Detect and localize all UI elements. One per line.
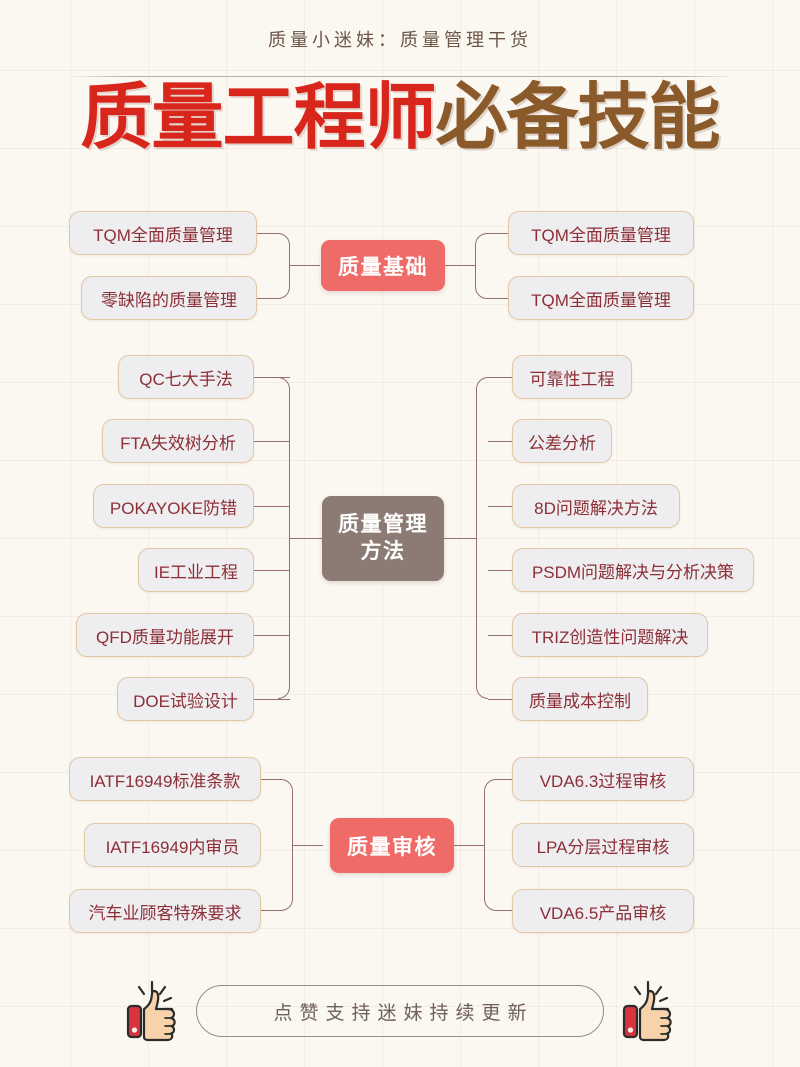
leaf-node[interactable]: 可靠性工程 [512, 355, 632, 399]
thumbs-up-icon [122, 978, 184, 1044]
connector-bracket [257, 233, 290, 299]
leaf-node[interactable]: VDA6.3过程审核 [512, 757, 694, 801]
connector-bracket [475, 233, 508, 299]
page-title: 质量工程师必备技能 [0, 81, 800, 155]
leaf-node[interactable]: TRIZ创造性问题解决 [512, 613, 708, 657]
leaf-node[interactable]: 质量成本控制 [512, 677, 648, 721]
page-title-part1: 质量工程师 [80, 78, 436, 158]
connector-line [488, 699, 512, 700]
connector-line [488, 570, 512, 571]
leaf-node[interactable]: PSDM问题解决与分析决策 [512, 548, 754, 592]
leaf-node[interactable]: QFD质量功能展开 [76, 613, 254, 657]
hub-node-quality-methods[interactable]: 质量管理方法 [322, 496, 444, 581]
leaf-node[interactable]: VDA6.5产品审核 [512, 889, 694, 933]
leaf-node[interactable]: 8D问题解决方法 [512, 484, 680, 528]
connector-line [290, 265, 320, 266]
connector-bracket [484, 779, 512, 911]
connector-line [254, 441, 290, 442]
connector-line [254, 635, 290, 636]
connector-line [293, 845, 323, 846]
leaf-node[interactable]: IATF16949标准条款 [69, 757, 261, 801]
connector-bracket [261, 779, 293, 911]
leaf-node[interactable]: LPA分层过程审核 [512, 823, 694, 867]
connector-line [454, 845, 484, 846]
connector-line [254, 570, 290, 571]
leaf-node[interactable]: POKAYOKE防错 [93, 484, 254, 528]
connector-line [254, 506, 290, 507]
connector-line [488, 635, 512, 636]
connector-spine [278, 377, 290, 699]
leaf-node[interactable]: TQM全面质量管理 [508, 276, 694, 320]
leaf-node[interactable]: 公差分析 [512, 419, 612, 463]
hub-node-quality-audit[interactable]: 质量审核 [330, 818, 454, 873]
connector-line [445, 265, 475, 266]
connector-line [290, 538, 322, 539]
hub-node-quality-foundation[interactable]: 质量基础 [321, 240, 445, 291]
connector-spine [476, 377, 488, 699]
connector-line [488, 441, 512, 442]
leaf-node[interactable]: IE工业工程 [138, 548, 254, 592]
leaf-node[interactable]: FTA失效树分析 [102, 419, 254, 463]
page-title-part2: 必备技能 [435, 78, 721, 158]
connector-line [254, 699, 290, 700]
leaf-node[interactable]: 汽车业顾客特殊要求 [69, 889, 261, 933]
leaf-node[interactable]: TQM全面质量管理 [508, 211, 694, 255]
header-divider [70, 76, 732, 77]
leaf-node[interactable]: 零缺陷的质量管理 [81, 276, 257, 320]
leaf-node[interactable]: TQM全面质量管理 [69, 211, 257, 255]
leaf-node[interactable]: IATF16949内审员 [84, 823, 261, 867]
connector-line [488, 506, 512, 507]
hub-label-line1: 质量管理 [338, 513, 428, 537]
hub-label-line2: 方法 [360, 539, 406, 563]
connector-line [444, 538, 476, 539]
thumbs-up-icon [618, 978, 680, 1044]
connector-line [488, 377, 512, 378]
cta-button[interactable]: 点赞支持迷妹持续更新 [196, 985, 604, 1037]
leaf-node[interactable]: DOE试验设计 [117, 677, 254, 721]
leaf-node[interactable]: QC七大手法 [118, 355, 254, 399]
page-subtitle: 质量小迷妹：质量管理干货 [268, 30, 532, 50]
connector-line [254, 377, 290, 378]
